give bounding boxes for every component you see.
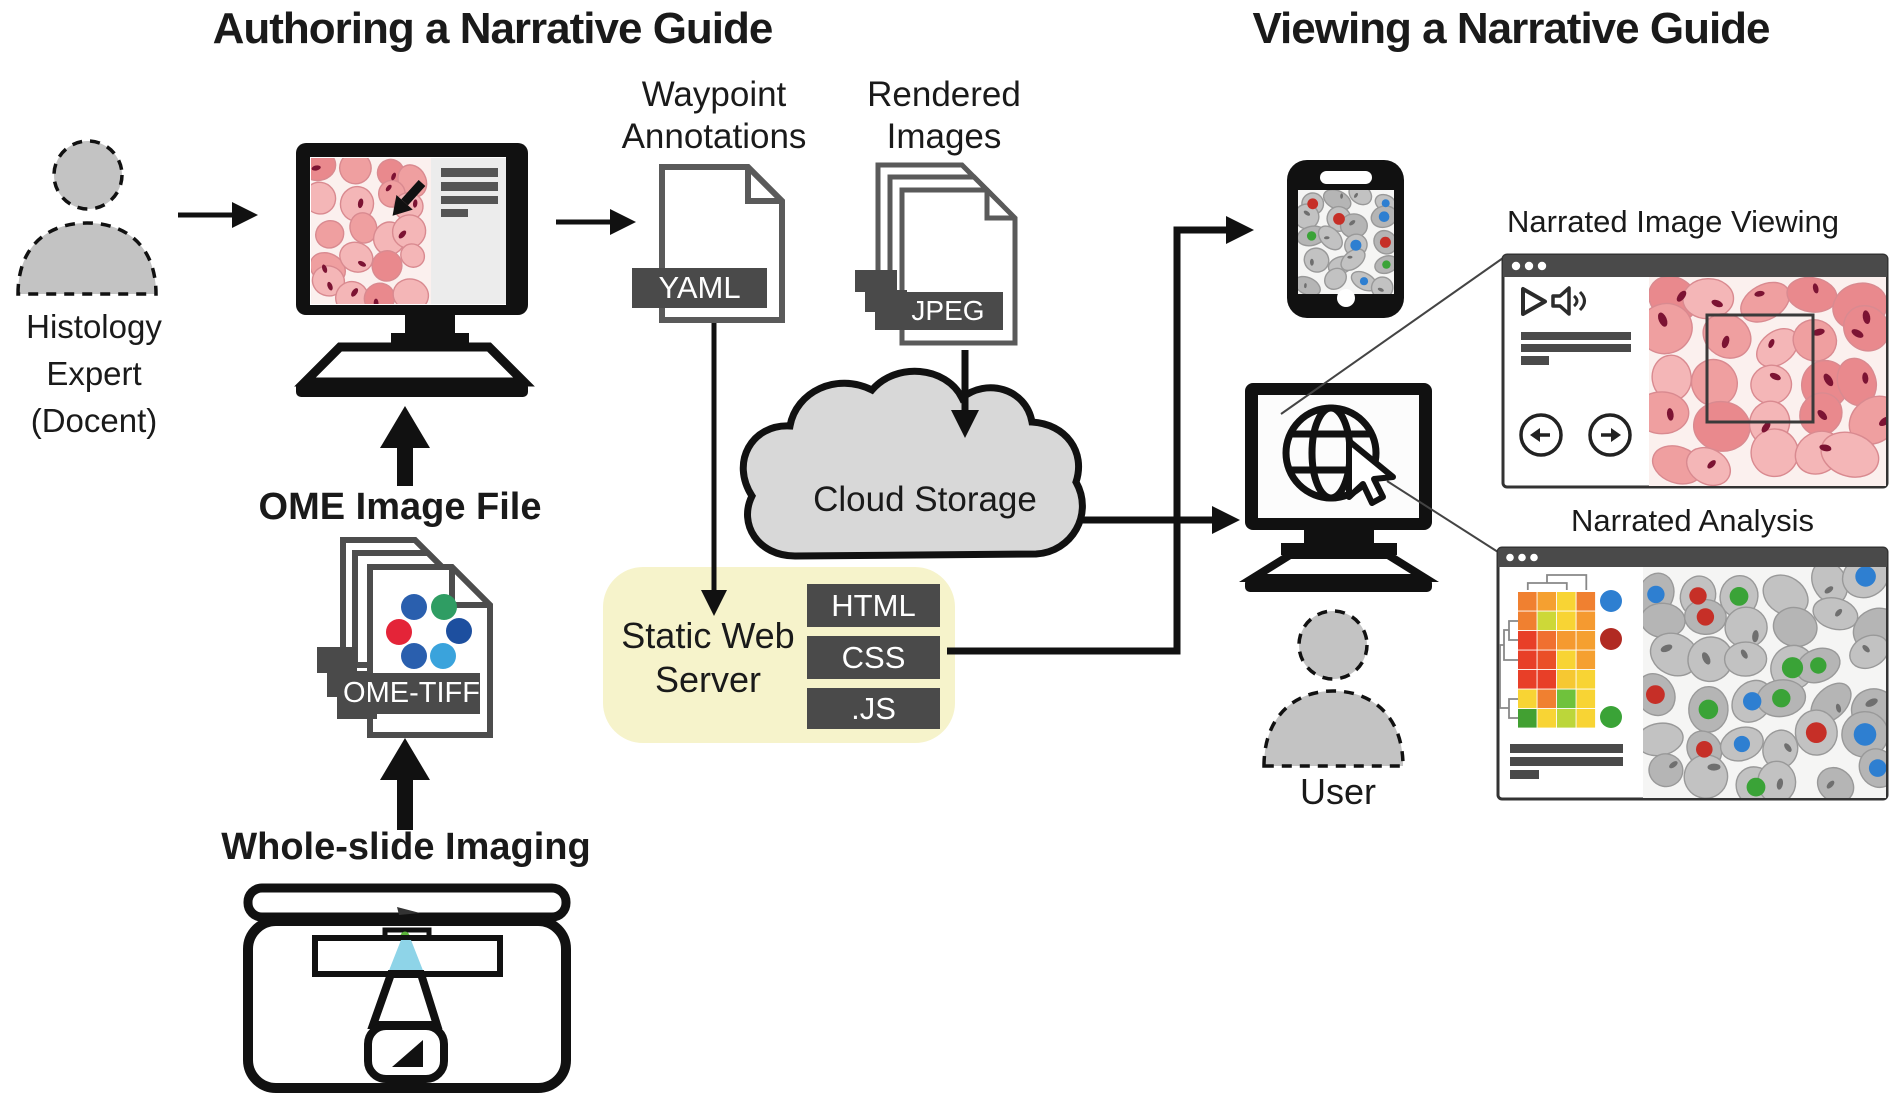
user-person-icon [1262, 609, 1405, 768]
js-badge: .JS [807, 688, 940, 729]
next-icon [1588, 413, 1632, 457]
user-label: User [1299, 771, 1376, 812]
ome-tiff-badge: OME-TIFF [343, 673, 480, 714]
static-web-server-label: Static Web Server [621, 615, 795, 700]
phone-icon [1287, 160, 1404, 318]
jpeg-badge: JPEG [893, 292, 1003, 330]
whole-slide-scanner-icon [243, 883, 571, 1093]
legend-red-dot [1600, 628, 1622, 650]
play-icon [1521, 287, 1547, 316]
flow-arrows [178, 202, 1254, 830]
analysis-text-bars [1510, 744, 1623, 779]
speaker-icon [1551, 286, 1586, 316]
legend-green-dot [1600, 706, 1622, 728]
cursor-icon [1346, 438, 1396, 506]
narrated-analysis-label: Narrated Analysis [1571, 503, 1814, 538]
phone-screen-cells [1298, 190, 1394, 294]
histology-expert-person-icon [16, 139, 158, 296]
ome-image-file-label: OME Image File [258, 486, 542, 528]
ome-channel-dots-icon [386, 594, 472, 669]
dendrogram [1499, 574, 1588, 719]
waypoint-selection-box [1705, 313, 1815, 424]
analysis-cell-image [1643, 567, 1886, 798]
prev-icon [1519, 413, 1563, 457]
window-dots-icon [1511, 261, 1547, 271]
light-beam [388, 940, 424, 973]
arrow-wsi-to-ome [380, 738, 430, 780]
authoring-tool-monitor [294, 143, 535, 397]
viewing-section-title: Viewing a Narrative Guide [1252, 4, 1770, 53]
authoring-slide-image [311, 158, 431, 304]
heatmap [1518, 592, 1596, 728]
window-dots-icon [1506, 553, 1538, 562]
narration-text-bars [1521, 332, 1631, 365]
legend-blue-dot [1600, 590, 1622, 612]
authoring-text-panel [431, 158, 506, 304]
user-computer-icon [1238, 383, 1440, 592]
annotation-arrow-icon [392, 179, 426, 216]
waypoint-annotations-label: Waypoint Annotations [621, 75, 807, 156]
window-title-bar [1498, 548, 1887, 567]
html-badge: HTML [807, 584, 940, 627]
css-badge: CSS [807, 636, 940, 679]
panel-text-bars [441, 168, 498, 217]
yaml-badge: YAML [632, 268, 767, 308]
window-title-bar [1503, 255, 1887, 277]
rendered-images-label: Rendered Images [867, 75, 1021, 156]
callout-line-analysis [1386, 480, 1499, 553]
cloud-storage-label: Cloud Storage [813, 480, 1037, 519]
mirror-prism [392, 1040, 423, 1067]
narrated-image-viewing-label: Narrated Image Viewing [1507, 204, 1839, 239]
arrow-server-to-phone [947, 226, 1226, 655]
cluster-legend-dots [1600, 590, 1622, 728]
cloud-storage-shape [739, 367, 1086, 560]
arrow-ome-to-tool [380, 406, 430, 448]
phone-home-button [1337, 289, 1355, 307]
narrated-slide-image [1649, 277, 1886, 486]
narrated-analysis-window [1496, 546, 1889, 801]
callout-line-image-viewing [1280, 257, 1504, 415]
whole-slide-imaging-label: Whole-slide Imaging [221, 826, 591, 868]
phone-speaker-slot [1320, 171, 1372, 184]
histology-expert-label: Histology Expert (Docent) [26, 308, 162, 439]
narrated-image-viewing-window [1501, 253, 1889, 489]
authoring-section-title: Authoring a Narrative Guide [212, 4, 774, 53]
